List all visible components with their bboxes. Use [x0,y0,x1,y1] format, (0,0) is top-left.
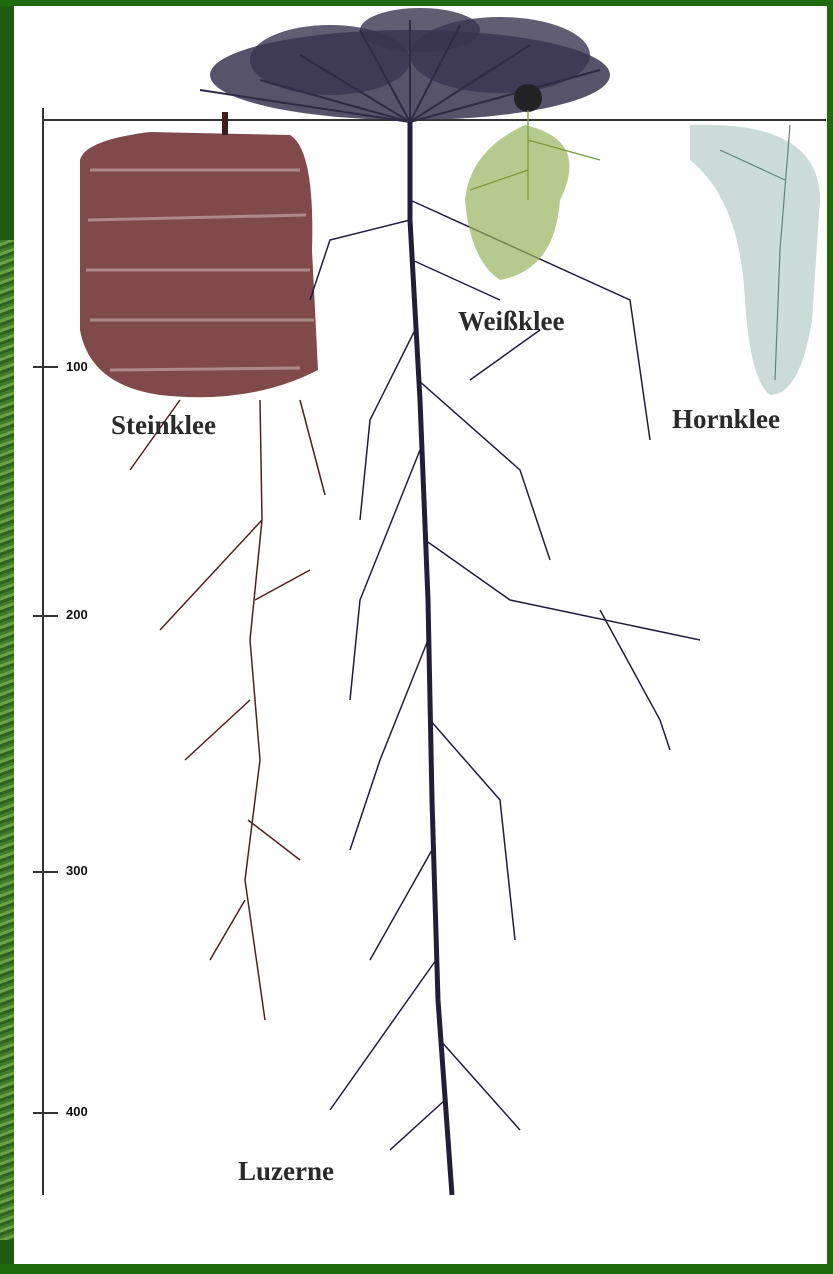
depth-tick-label: 200 [66,607,88,622]
hornklee-roots [690,125,820,395]
depth-tick-label: 400 [66,1104,88,1119]
steinklee-roots [80,112,325,1020]
depth-tick-label: 300 [66,863,88,878]
label-hornklee: Hornklee [672,404,780,435]
label-steinklee: Steinklee [111,410,216,441]
depth-tick-label: 100 [66,359,88,374]
label-luzerne: Luzerne [238,1156,334,1187]
label-weissklee: Weißklee [458,306,565,337]
luzerne-roots [310,122,700,1195]
